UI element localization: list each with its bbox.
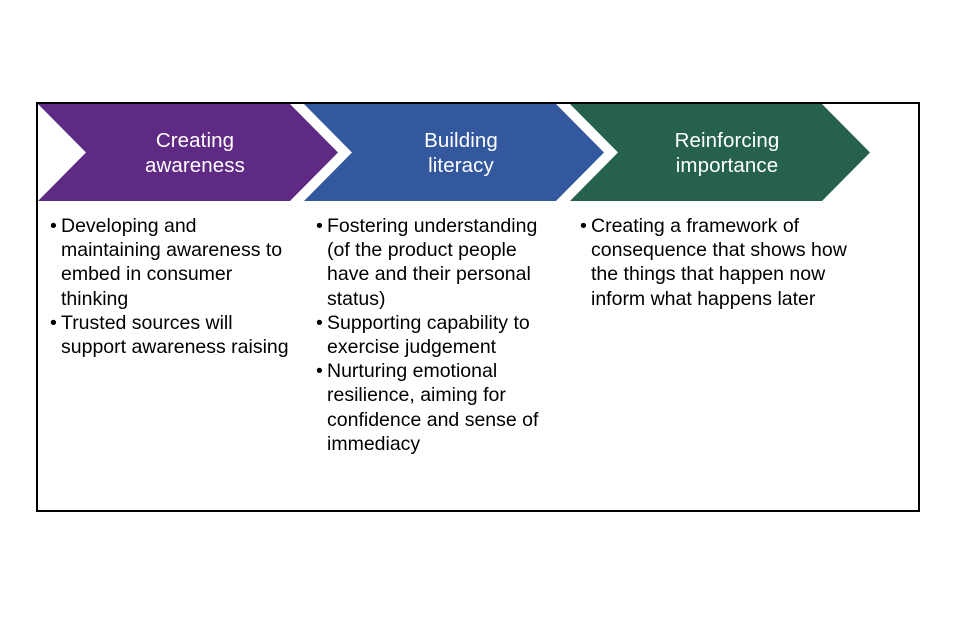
bullet-text: Supporting capability to exercise judgem…	[327, 311, 530, 359]
bullet-column-literacy: • Fostering understanding (of the produc…	[304, 201, 570, 510]
bullet-marker-icon: •	[316, 360, 323, 383]
bullet-list-importance: • Creating a framework of consequence th…	[580, 214, 862, 311]
list-item: • Fostering understanding (of the produc…	[316, 214, 564, 311]
bullet-column-importance: • Creating a framework of consequence th…	[570, 201, 870, 510]
process-diagram-frame: Creating awareness Building literacy Rei…	[36, 102, 920, 512]
list-item: • Creating a framework of consequence th…	[580, 214, 862, 311]
bullet-text: Trusted sources will support awareness r…	[61, 311, 289, 359]
chevron-stage-literacy-label: Building literacy	[424, 128, 498, 177]
list-item: • Supporting capability to exercise judg…	[316, 311, 564, 359]
chevron-stage-awareness[interactable]: Creating awareness	[38, 104, 338, 201]
list-item: • Developing and maintaining awareness t…	[50, 214, 296, 311]
bullet-list-awareness: • Developing and maintaining awareness t…	[50, 214, 296, 359]
bullet-column-awareness: • Developing and maintaining awareness t…	[38, 201, 304, 510]
bullet-marker-icon: •	[316, 311, 323, 334]
bullet-marker-icon: •	[50, 215, 57, 237]
bullet-marker-icon: •	[316, 215, 323, 237]
list-item: • Nurturing emotional resilience, aiming…	[316, 359, 564, 456]
bullet-columns: • Developing and maintaining awareness t…	[38, 201, 918, 510]
chevron-stage-awareness-label: Creating awareness	[144, 128, 246, 177]
chevron-stage-literacy[interactable]: Building literacy	[304, 104, 604, 201]
bullet-list-literacy: • Fostering understanding (of the produc…	[316, 214, 564, 456]
chevron-stage-importance[interactable]: Reinforcing importance	[570, 104, 870, 201]
bullet-marker-icon: •	[580, 215, 587, 237]
bullet-text: Nurturing emotional resilience, aiming f…	[327, 360, 539, 455]
bullet-marker-icon: •	[50, 311, 57, 334]
bullet-text: Fostering understanding (of the product …	[327, 215, 538, 310]
chevron-band: Creating awareness Building literacy Rei…	[38, 104, 918, 201]
bullet-text: Creating a framework of consequence that…	[591, 215, 847, 310]
list-item: • Trusted sources will support awareness…	[50, 311, 296, 359]
chevron-stage-importance-label: Reinforcing importance	[674, 128, 780, 177]
bullet-text: Developing and maintaining awareness to …	[61, 215, 283, 310]
